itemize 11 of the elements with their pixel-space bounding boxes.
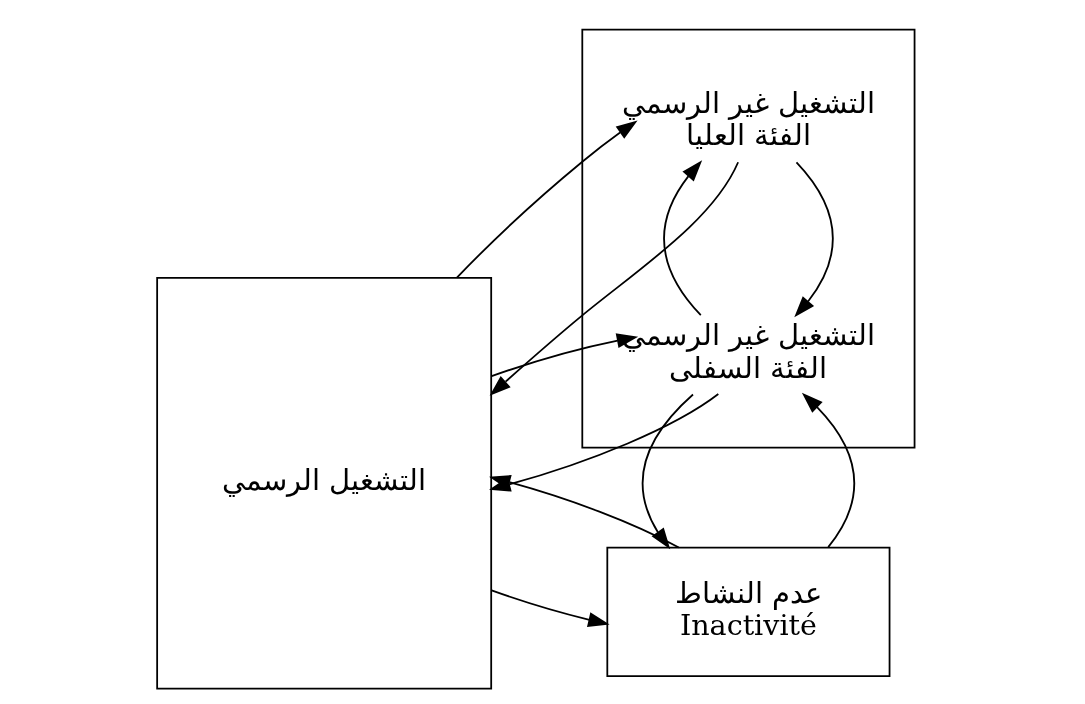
node-text: التشغيل غير الرسمي الفئة السفلى: [621, 318, 875, 385]
arrow: [490, 589, 610, 627]
cluster: [580, 28, 915, 449]
arrow: [793, 161, 834, 318]
arrow: [455, 120, 638, 279]
arrow: [662, 160, 702, 317]
node-text: التشغيل غير الرسمي الفئة العليا: [621, 86, 875, 153]
arrow: [801, 392, 855, 548]
arrow: [489, 161, 739, 396]
arrow: [490, 333, 638, 378]
node-box: التشغيل الرسمي: [155, 276, 492, 690]
